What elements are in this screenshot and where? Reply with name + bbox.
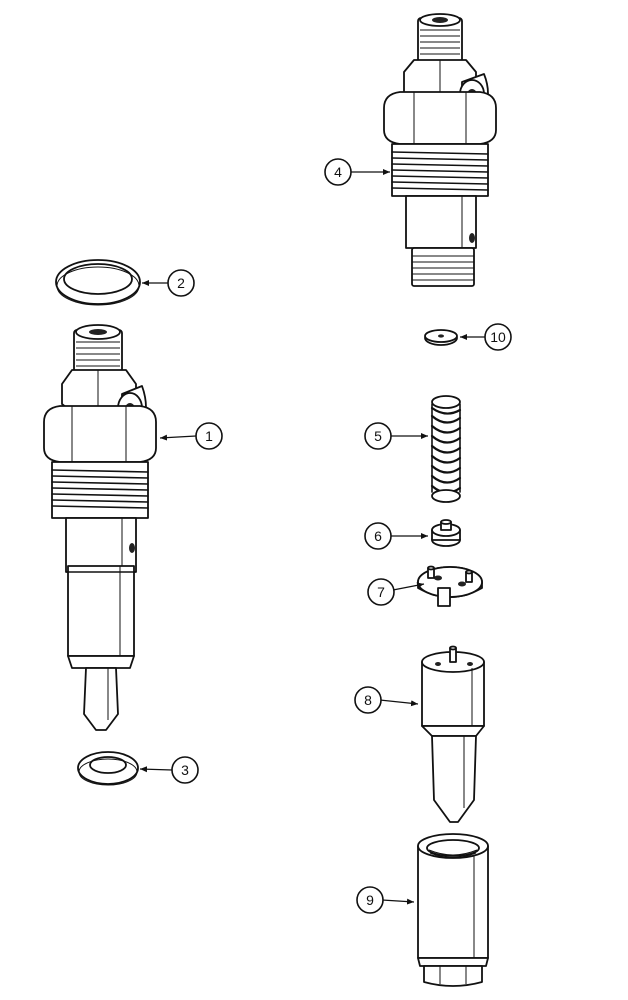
part-5-pressure-spring xyxy=(430,395,462,503)
callout-3: 3 xyxy=(139,756,199,784)
callout-2: 2 xyxy=(142,269,195,297)
callout-9: 9 xyxy=(356,886,415,914)
part-2-sealing-ring xyxy=(55,259,141,306)
callout-7-label: 7 xyxy=(377,584,385,600)
callout-10: 10 xyxy=(460,323,512,351)
part-4-nozzle-holder-body xyxy=(383,13,497,287)
callout-1-label: 1 xyxy=(205,428,213,444)
part-8-nozzle-element xyxy=(421,645,485,823)
callout-7: 7 xyxy=(367,578,425,606)
part-6-spring-seat xyxy=(431,519,461,547)
callout-2-label: 2 xyxy=(177,275,185,291)
callout-8-label: 8 xyxy=(364,692,372,708)
callout-5-label: 5 xyxy=(374,428,382,444)
part-3-copper-washer xyxy=(77,751,139,786)
callout-6: 6 xyxy=(364,522,428,550)
callout-6-label: 6 xyxy=(374,528,382,544)
part-1-fuel-injector-assembly xyxy=(43,324,157,731)
callout-4: 4 xyxy=(324,158,390,186)
part-10-shim-washer xyxy=(424,329,458,346)
callout-9-label: 9 xyxy=(366,892,374,908)
part-7-intermediate-disc xyxy=(417,565,483,607)
callout-1: 1 xyxy=(159,422,223,450)
callout-8: 8 xyxy=(354,686,419,714)
callout-3-label: 3 xyxy=(181,762,189,778)
part-9-nozzle-nut xyxy=(417,833,489,987)
callout-10-label: 10 xyxy=(490,329,506,345)
callout-4-label: 4 xyxy=(334,164,342,180)
callout-5: 5 xyxy=(364,422,428,450)
